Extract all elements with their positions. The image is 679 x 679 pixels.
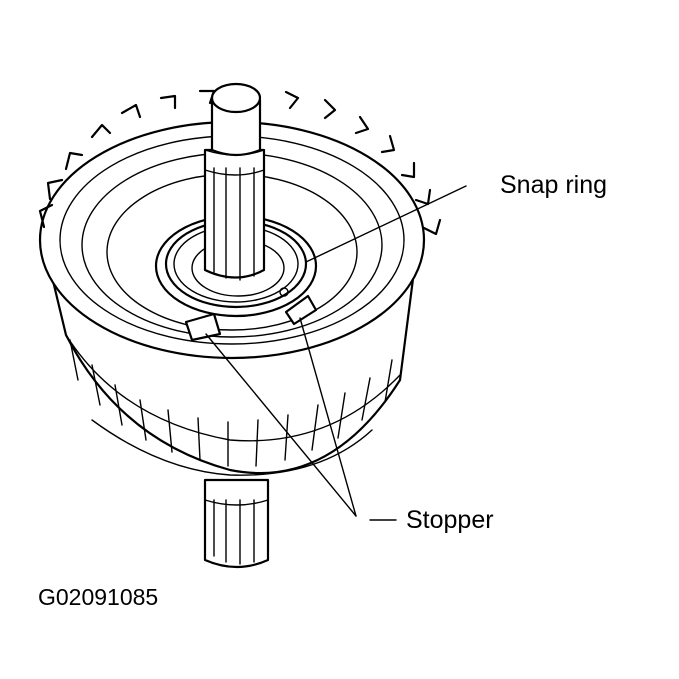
stopper-left [184, 312, 222, 342]
stopper-right [284, 294, 318, 326]
stopper-leader-right [299, 317, 357, 517]
figure-code: G02091085 [38, 584, 159, 610]
input-shaft [203, 82, 266, 281]
stopper-leader-left [205, 333, 357, 517]
stopper-label: Stopper [406, 506, 494, 534]
snap-ring-label: Snap ring [500, 171, 608, 199]
snap-ring-leader [305, 185, 467, 263]
leader-lines [205, 185, 467, 521]
lower-shaft [203, 478, 270, 569]
